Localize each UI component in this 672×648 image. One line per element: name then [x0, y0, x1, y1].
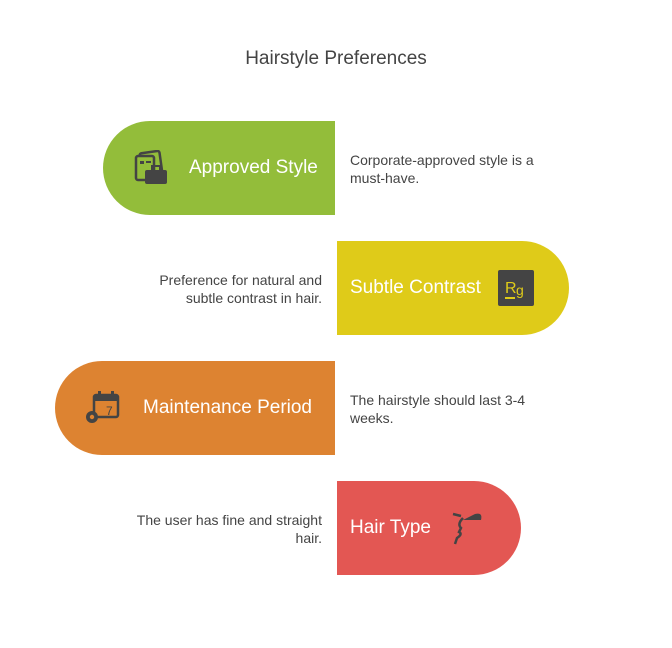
svg-text:g: g	[516, 282, 524, 298]
calendar-gear-icon: 7	[81, 388, 121, 428]
svg-text:R: R	[505, 280, 517, 297]
pill-label: Subtle Contrast	[350, 277, 481, 298]
svg-text:7: 7	[106, 404, 113, 418]
head-profile-icon	[447, 508, 487, 548]
hair-type-description: The user has fine and straight hair.	[136, 512, 322, 546]
briefcase-documents-icon	[131, 148, 171, 188]
pill-label: Maintenance Period	[143, 397, 312, 418]
approved-style-description: Corporate-approved style is a must-have.	[350, 152, 534, 186]
maintenance-period-pill: 7 Maintenance Period	[55, 361, 335, 455]
diagram-title: Hairstyle Preferences	[245, 48, 427, 69]
approved-style-pill: Approved Style	[103, 121, 335, 215]
hair-type-pill: Hair Type	[337, 481, 521, 575]
subtle-contrast-description: Preference for natural and subtle contra…	[159, 272, 322, 306]
pill-label: Hair Type	[350, 517, 431, 538]
pill-label: Approved Style	[189, 157, 318, 178]
maintenance-period-description: The hairstyle should last 3-4 weeks.	[350, 392, 526, 426]
